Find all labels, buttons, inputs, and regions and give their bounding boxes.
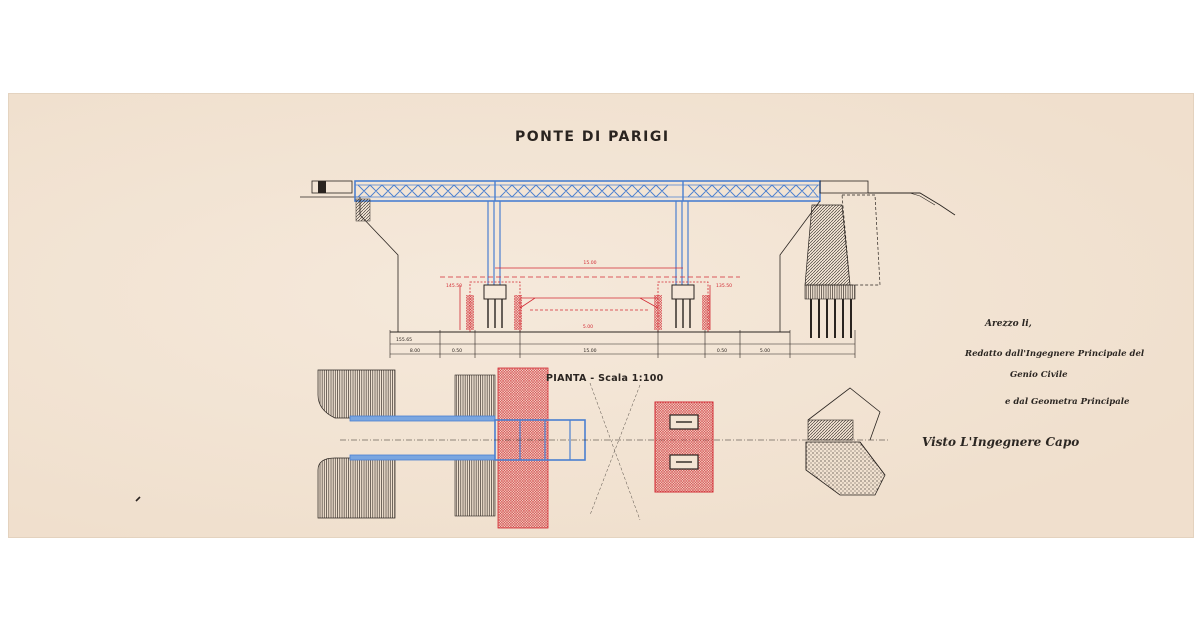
annotation-surveyor: e dal Geometra Principale xyxy=(1005,397,1130,407)
annotation-place: Arezzo li, xyxy=(985,319,1032,329)
drawing-title: PONTE DI PARIGI xyxy=(515,129,670,145)
dim-left2: 0.50 xyxy=(452,348,462,354)
pier-level-left: 145.50 xyxy=(446,283,462,289)
dim-right2: 0.50 xyxy=(717,348,727,354)
drawing-sheet xyxy=(8,93,1194,538)
elevation-view: 15.00 145.50 135.50 5.00 155.65 8.00 0.5… xyxy=(300,180,956,358)
dim-right: 5.00 xyxy=(760,348,770,354)
ink-mark xyxy=(135,496,141,502)
annotation-prepared-by: Redatto dall'Ingegnere Principale del xyxy=(965,349,1145,359)
elevation-level: 155.65 xyxy=(396,337,412,343)
plan-caption: PIANTA - Scala 1:100 xyxy=(546,373,664,384)
plan-view xyxy=(317,367,890,529)
span-center-label: 15.00 xyxy=(583,260,596,266)
pier-level-right: 135.50 xyxy=(716,283,732,289)
water-width-label: 5.00 xyxy=(583,324,593,330)
annotation-office: Genio Civile xyxy=(1010,370,1068,380)
annotation-approved: Visto L'Ingegnere Capo xyxy=(922,435,1080,449)
dim-left: 8.00 xyxy=(410,348,420,354)
dim-mid: 15.00 xyxy=(583,348,596,354)
